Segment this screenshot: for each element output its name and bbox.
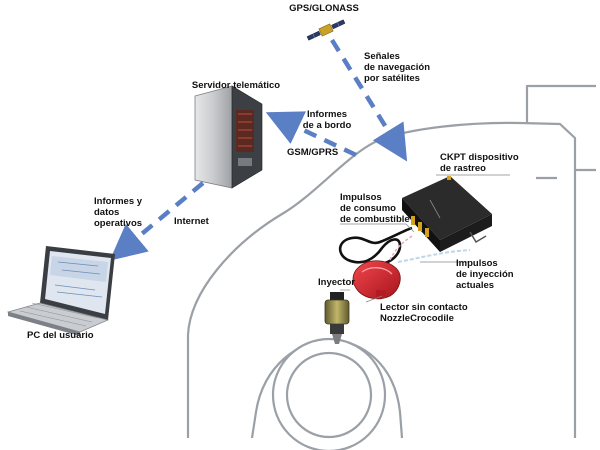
- user-reports-label: Informes y datos operativos: [94, 196, 142, 229]
- server-icon: [194, 85, 263, 189]
- tracker-line-2: de rastreo: [440, 163, 486, 174]
- consumption-pulses-line-2: de consumo: [340, 203, 396, 214]
- internet-link: [109, 181, 205, 261]
- server-label: Servidor telemático: [191, 80, 281, 91]
- laptop-icon: [6, 246, 115, 336]
- signal-cables: [389, 235, 471, 263]
- satellite-label: GPS/GLONASS: [289, 3, 359, 14]
- injection-pulses-label: Impulsos de inyección actuales: [456, 258, 514, 291]
- nav-signals-label: Señales de navegación por satélites: [364, 51, 430, 84]
- tracker-line-1: CKPT dispositivo: [440, 152, 519, 163]
- reader-label: Lector sin contacto NozzleCrocodile: [380, 302, 468, 324]
- tracker-device-icon: [402, 176, 492, 252]
- user-reports-line-3: operativos: [94, 218, 143, 229]
- user-reports-line-2: datos: [94, 207, 120, 218]
- gsm-link: [265, 111, 357, 158]
- sensor-cable: [338, 226, 413, 265]
- user-pc-label: PC del usuario: [27, 330, 94, 341]
- leader-lines: [340, 174, 510, 303]
- reader-line-2: NozzleCrocodile: [380, 313, 454, 324]
- user-reports-line-1: Informes y: [94, 196, 143, 207]
- injection-pulses-line-1: Impulsos: [456, 258, 498, 269]
- gsm-label: GSM/GPRS: [287, 147, 339, 158]
- consumption-pulses-line-1: Impulsos: [340, 192, 382, 203]
- comm-links: [109, 38, 408, 261]
- nav-signals-line-1: Señales: [364, 51, 400, 62]
- satellite-icon: [306, 19, 346, 41]
- nav-signals-line-3: por satélites: [364, 73, 420, 84]
- nozzle-reader-icon: [352, 260, 401, 300]
- injector-label: Inyector: [318, 277, 355, 288]
- internet-label: Internet: [174, 216, 209, 227]
- consumption-pulses-label: Impulsos de consumo de combustible: [340, 192, 410, 225]
- wheel: [271, 337, 387, 450]
- onboard-reports-line-2: de a bordo: [302, 120, 352, 131]
- reader-line-1: Lector sin contacto: [380, 302, 468, 313]
- tracker-label: CKPT dispositivo de rastreo: [440, 152, 519, 174]
- injector-icon: [324, 292, 350, 344]
- nav-signals-line-2: de navegación: [364, 62, 430, 73]
- onboard-reports-line-1: Informes: [306, 109, 348, 120]
- injection-pulses-line-3: actuales: [456, 280, 495, 291]
- injection-pulses-line-2: de inyección: [456, 269, 514, 280]
- consumption-pulses-line-3: de combustible: [340, 214, 410, 225]
- onboard-reports-label: Informes de a bordo: [294, 109, 360, 131]
